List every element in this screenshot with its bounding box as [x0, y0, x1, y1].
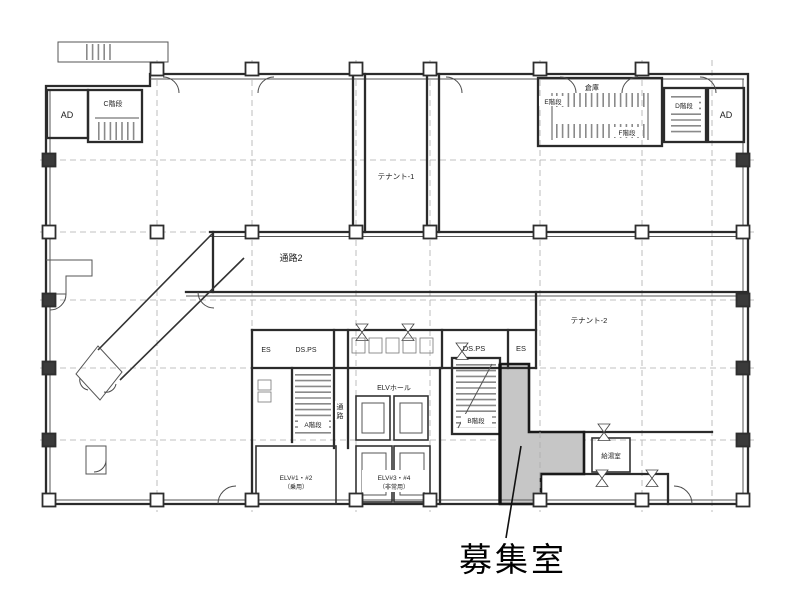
- diagonal-corridor: [75, 233, 245, 401]
- double-door-icon: [355, 323, 369, 341]
- left-bump: [85, 445, 107, 475]
- labels: AD C階段 テナント-1 倉庫 E階段 F階段 D階段 AD 通路2 テナント…: [61, 82, 733, 492]
- label-elv-bank1-1: ELV#1・#2: [280, 475, 313, 482]
- label-corridor-v1: 通: [337, 402, 344, 411]
- double-door-icon: [595, 469, 609, 487]
- toilet-stall: [385, 337, 400, 354]
- label-corridor-v2: 路: [337, 411, 344, 420]
- label-stair-d: D階段: [675, 101, 693, 110]
- label-stair-e: E階段: [544, 97, 562, 106]
- elv-shaft: [393, 395, 429, 441]
- label-elv-bank2-1: ELV#3・#4: [378, 475, 411, 482]
- label-stair-a: A階段: [304, 420, 322, 429]
- label-corridor2: 通路2: [279, 252, 302, 263]
- label-es-left: ES: [261, 347, 271, 354]
- vending-unit: [257, 379, 272, 391]
- kitchenette-room: [591, 437, 631, 473]
- doors: [49, 76, 717, 505]
- label-elv-bank2-2: （非常用）: [379, 483, 409, 491]
- label-es-right: ES: [516, 344, 526, 353]
- label-tenant1: テナント-1: [378, 172, 415, 181]
- callout-label: 募集室: [459, 541, 567, 578]
- vacant-room-callout: 募集室: [459, 445, 567, 578]
- label-elv-hall: ELVホール: [377, 384, 411, 392]
- columns: [41, 61, 751, 508]
- label-storage-top: 倉庫: [585, 83, 599, 92]
- double-door-icon: [455, 342, 469, 360]
- label-ad-left: AD: [61, 110, 74, 120]
- grid-lines: [40, 60, 754, 512]
- label-stair-f: F階段: [619, 128, 636, 137]
- label-stair-c: C階段: [103, 99, 122, 108]
- elv-bank1-room: [255, 445, 337, 505]
- double-door-icon: [645, 469, 659, 487]
- vacant-room-highlight: [500, 364, 584, 504]
- toilet-stall: [351, 337, 366, 354]
- double-door-icon: [401, 323, 415, 341]
- label-elv-bank1-2: （乗用）: [284, 484, 308, 491]
- toilet-stall: [402, 337, 417, 354]
- label-dsps-right: DS.PS: [463, 344, 486, 353]
- label-kitchenette: 給湯室: [601, 451, 621, 460]
- label-tenant2: テナント-2: [571, 316, 608, 325]
- label-dsps-left: DS.PS: [295, 347, 316, 354]
- vacant-room-outline: [498, 362, 586, 506]
- callout-leader-line: [505, 445, 522, 539]
- double-door-icon: [597, 423, 611, 441]
- windbreak-room: [75, 345, 123, 401]
- label-stair-b: B階段: [467, 416, 485, 425]
- toilet-stall: [368, 337, 383, 354]
- fixtures: [46, 259, 434, 503]
- elv-shaft: [355, 395, 391, 441]
- canopy: [57, 41, 169, 63]
- label-ad-right: AD: [720, 110, 733, 120]
- walls: [44, 72, 750, 506]
- toilet-stall: [419, 337, 434, 354]
- vending-unit: [257, 391, 272, 403]
- left-alcove: [46, 259, 93, 295]
